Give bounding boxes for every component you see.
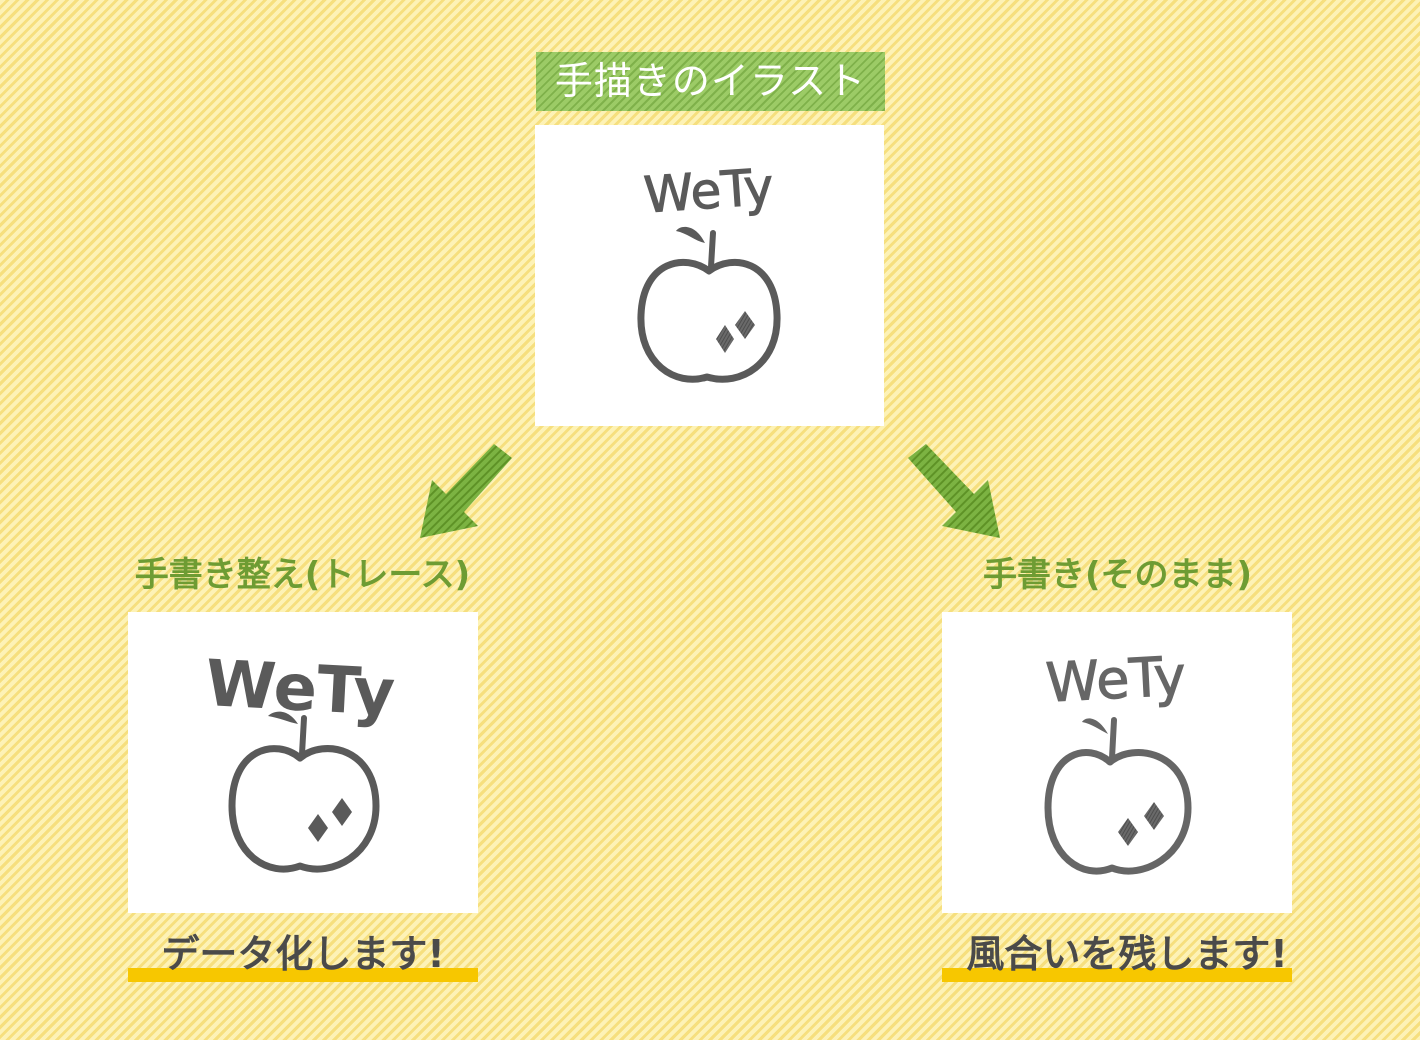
apple-logo-original: WeTy	[1044, 644, 1192, 875]
as-is-label: 手書き(そのまま)	[982, 555, 1253, 595]
apple-logo-sketch: WeTy	[637, 157, 781, 383]
arrow-down-left-icon	[420, 444, 512, 538]
source-illustration-card: WeTy	[535, 125, 884, 426]
as-is-illustration-card: WeTy	[942, 612, 1292, 913]
apple-logo-traced: WeTy	[204, 647, 397, 873]
trace-caption: データ化します!	[161, 932, 445, 976]
logo-text: WeTy	[1044, 644, 1187, 714]
as-is-caption: 風合いを残します!	[966, 932, 1288, 976]
arrow-down-right-icon	[908, 444, 1000, 538]
traced-illustration-card: WeTy	[128, 612, 478, 913]
logo-text: WeTy	[204, 647, 397, 731]
logo-text: WeTy	[642, 158, 775, 225]
caption-underline	[128, 968, 478, 982]
caption-underline	[942, 968, 1292, 982]
trace-label: 手書き整え(トレース)	[134, 555, 471, 595]
source-label: 手描きのイラスト	[536, 52, 885, 111]
